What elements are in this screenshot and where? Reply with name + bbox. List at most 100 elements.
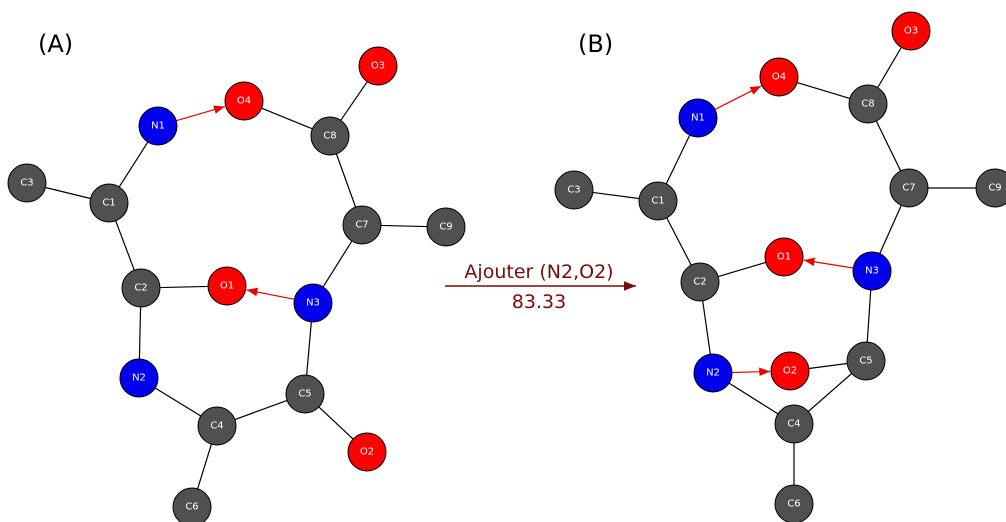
panel-a-bond-C7-N3 [322,240,353,288]
panel-a-node-C7: C7 [342,205,382,245]
panel-b-node-O4: O4 [759,57,799,97]
panel-a-node-label-N3: N3 [306,298,320,309]
panel-b-node-circle-N2 [693,353,733,393]
panel-b-node-C1: C1 [638,181,678,221]
panel-a-node-C4: C4 [197,406,237,446]
panel-b-node-circle-C2 [680,262,720,302]
panel-b-node-label-O3: O3 [904,26,918,37]
panel-a-node-circle-N1 [138,106,178,146]
panel-a-node-label-C3: C3 [20,178,33,189]
panel-b-node-O1: O1 [764,237,804,277]
panel-b-node-O2: O2 [770,351,810,391]
panel-b-node-circle-O4 [759,57,799,97]
panel-b-node-label-C8: C8 [861,99,874,110]
panel-a-node-N1: N1 [138,106,178,146]
panel-b-bond-N3-C5 [866,289,872,343]
panel-a-node-circle-C7 [342,205,382,245]
panel-b-node-label-O1: O1 [777,252,791,263]
panel-b-hbond-N1-O4 [714,85,762,110]
panel-b-node-circle-N3 [852,251,892,291]
panel-a-node-O3: O3 [358,46,398,86]
panel-a-node-O1: O1 [207,266,247,306]
panel-a-node-circle-C4 [197,406,237,446]
panel-a-node-label-C6: C6 [185,502,198,513]
panel-a-node-label-C2: C2 [134,283,147,294]
panel-b-node-label-C1: C1 [651,196,664,207]
panel-b-node-label-N2: N2 [706,368,720,379]
panel-b-node-circle-N1 [678,98,718,138]
panel-b-node-N2: N2 [693,353,733,393]
panel-b-bond-N2-C4 [728,382,779,415]
panel-a-bond-C3-C1 [45,186,91,200]
panel-a-node-label-C4: C4 [210,421,223,432]
panel-b-bond-C1-C2 [666,217,692,266]
panel-b-bond-C8-O3 [877,47,902,88]
panel-b-node-C2: C2 [680,262,720,302]
panel-b-node-circle-C5 [846,341,886,381]
panel-a-node-C5: C5 [285,374,325,414]
panel-b-bond-O2-C5 [808,362,848,370]
panel-a-hbond-N3-O1 [246,287,295,300]
panel-b-node-C7: C7 [889,168,929,208]
panel-a-hbond-N1-O4 [176,105,225,122]
panel-b-node-C9: C9 [975,168,1006,208]
panel-a-node-label-O1: O1 [220,281,234,292]
panel-b-bond-C1-N1 [665,134,691,185]
panel-a-node-C9: C9 [426,207,466,247]
panel-a-node-label-C5: C5 [298,389,311,400]
panel-b-node-label-O4: O4 [772,72,786,83]
panel-b-node-circle-C8 [848,84,888,124]
panel-a-node-C2: C2 [121,268,161,308]
panel-a-node-circle-C1 [89,183,129,223]
panel-a-bond-O4-C8 [261,107,313,130]
panel-b-node-circle-C9 [975,168,1006,208]
panel-a-node-circle-C8 [310,116,350,156]
panel-b-node-label-N1: N1 [691,113,705,124]
panel-a-label: (A) [38,30,73,58]
panel-b-bond-C2-N2 [702,300,711,355]
panel-a-node-circle-N3 [293,283,333,323]
panel-b-node-label-C6: C6 [787,499,800,510]
panel-b-node-label-N3: N3 [865,266,879,277]
panel-a-bond-C8-O3 [340,81,368,121]
panel-a-node-N2: N2 [119,358,159,398]
panel-b-node-label-C3: C3 [567,185,580,196]
panel-b-bond-C7-N3 [879,205,902,254]
panel-a-node-label-N2: N2 [132,373,146,384]
panel-b-node-O3: O3 [891,11,931,51]
panel-b-node-C6: C6 [774,484,814,522]
panel-a-node-circle-N2 [119,358,159,398]
panel-a-node-label-O4: O4 [237,96,251,107]
panel-b-node-label-C2: C2 [693,277,706,288]
panel-b-hbond-N3-O1 [803,257,854,269]
panel-a-node-circle-O2 [347,432,387,472]
panel-b-node-circle-C3 [554,170,594,210]
panel-b-node-C5: C5 [846,341,886,381]
panel-b-node-label-O2: O2 [783,366,797,377]
panel-b-node-circle-C6 [774,484,814,522]
panel-b-bond-C8-C7 [875,120,902,172]
panel-a-node-C6: C6 [172,487,212,522]
panel-b-hbond-N2-O2 [731,367,771,377]
panel-b-bond-C2-O1 [718,261,766,278]
panel-a-bond-C2-N2 [138,306,142,360]
panel-a-bond-C4-C5 [234,399,288,421]
panel-a-bond-C5-O2 [318,406,354,440]
panel-b-node-label-C4: C4 [787,419,800,430]
panel-a-node-label-N1: N1 [151,121,165,132]
panel-a-node-O2: O2 [347,432,387,472]
panel-b-label: (B) [578,30,613,58]
panel-b-node-circle-O1 [764,237,804,277]
panel-b-node-circle-C4 [774,404,814,444]
panel-a-node-label-O3: O3 [371,61,385,72]
panel-a-node-C1: C1 [89,183,129,223]
operation-label: Ajouter (N2,O2) [464,261,613,283]
panel-a-node-label-C1: C1 [102,198,115,209]
panel-a-node-circle-O1 [207,266,247,306]
panel-b-bond-C3-C1 [592,191,640,200]
operation-arrow-group: Ajouter (N2,O2) 83.33 [445,261,636,313]
panel-b-bond-C5-C4 [807,373,853,412]
panel-a-node-label-C7: C7 [355,220,368,231]
panel-a-node-circle-C2 [121,268,161,308]
